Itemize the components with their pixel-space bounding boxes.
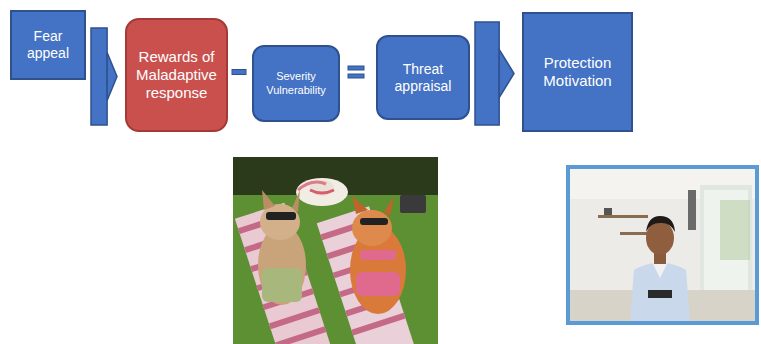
connector xyxy=(475,22,514,125)
box-label: Severity Vulnerability xyxy=(260,70,332,96)
presenter-video xyxy=(566,165,759,325)
connector xyxy=(91,28,117,125)
box-content: Severity Vulnerability xyxy=(260,70,332,96)
process-box: Protection Motivation xyxy=(522,12,633,132)
connector xyxy=(348,66,364,78)
box-content: Rewards of Maladaptive response xyxy=(133,48,220,102)
box-content: Threat appraisal xyxy=(384,61,462,95)
box-label: Threat appraisal xyxy=(384,61,462,95)
dogs-photo xyxy=(233,157,438,344)
box-label: Rewards of Maladaptive response xyxy=(133,48,220,102)
box-label: Protection Motivation xyxy=(530,54,625,90)
box-label: Fear appeal xyxy=(18,28,78,62)
highlight-box: Rewards of Maladaptive response xyxy=(125,18,228,132)
box-content: Protection Motivation xyxy=(530,54,625,90)
process-box: Severity Vulnerability xyxy=(252,45,340,122)
box-content: Fear appeal xyxy=(18,28,78,62)
process-box: Threat appraisal xyxy=(376,35,470,120)
process-box: Fear appeal xyxy=(10,10,86,80)
connector xyxy=(232,70,246,75)
